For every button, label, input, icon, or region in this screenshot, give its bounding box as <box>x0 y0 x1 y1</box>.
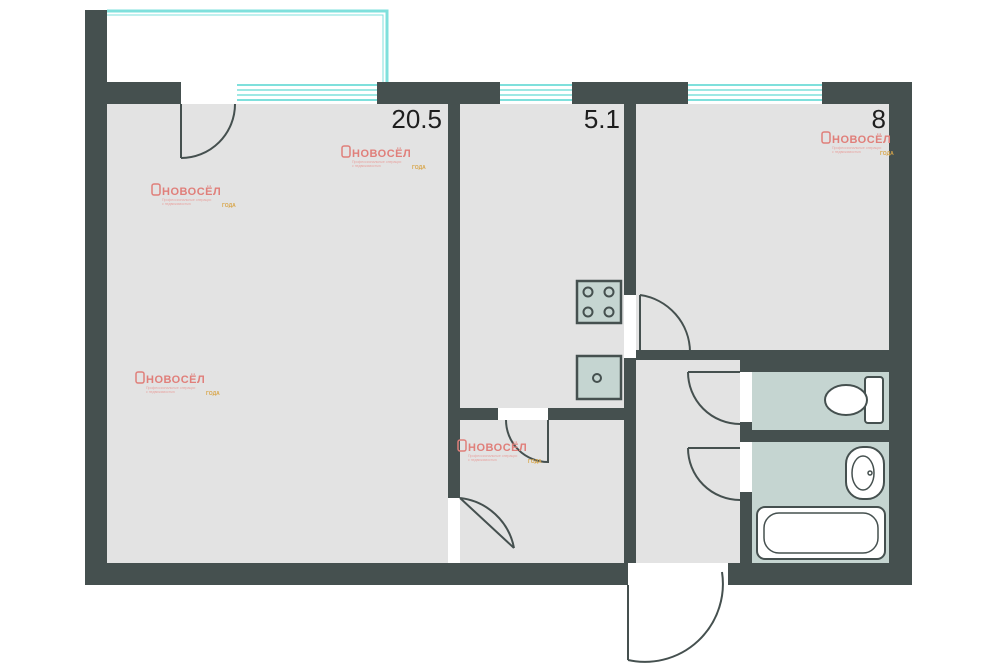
stove-icon <box>575 279 623 325</box>
watermark-logo-icon <box>151 183 161 196</box>
bath-block-side-wall-solid <box>740 360 752 372</box>
watermark: НОВОСЁЛ Профессиональные операции с недв… <box>151 183 236 209</box>
bedroom-door <box>624 294 691 358</box>
entrance-door <box>627 563 728 663</box>
living-room <box>107 104 448 563</box>
toilet-door-gap <box>740 372 752 422</box>
balcony-railing <box>107 9 389 82</box>
watermark: НОВОСЁЛ Профессиональные операции с недв… <box>341 145 426 171</box>
watermark-tagline-1: Профессиональные операции <box>352 160 401 164</box>
washbasin-icon <box>845 446 885 500</box>
window-living <box>237 82 377 104</box>
watermark-tagline-2: с недвижимостью <box>146 390 175 394</box>
watermark-logo-icon <box>821 131 831 144</box>
watermark-year: ГОДА <box>206 391 220 397</box>
watermark-logo-icon <box>457 439 467 452</box>
kitchen-area: 5.1 <box>584 104 620 134</box>
watermark-tagline-1: Профессиональные операции <box>146 386 195 390</box>
watermark-tagline-2: с недвижимостью <box>162 202 191 206</box>
bath-block-side-wall-low <box>740 492 752 563</box>
watermark-brand: НОВОСЁЛ <box>832 133 891 146</box>
living-room-door <box>448 497 515 563</box>
watermark-year: ГОДА <box>412 165 426 171</box>
watermark-tagline-2: с недвижимостью <box>468 458 497 462</box>
balcony-side-wall <box>85 10 107 90</box>
window-kitchen <box>500 82 572 104</box>
toilet-icon <box>824 376 884 424</box>
watermark-year: ГОДА <box>222 203 236 209</box>
bath-door-gap <box>740 442 752 492</box>
kitchen-sink-icon <box>575 354 623 401</box>
window-bedroom <box>688 82 822 104</box>
bath-divider-wall <box>740 430 912 442</box>
hallway-corridor <box>636 360 740 563</box>
watermark: НОВОСЁЛ Профессиональные операции с недв… <box>135 371 220 397</box>
watermark-tagline-1: Профессиональные операции <box>468 454 517 458</box>
watermark-tagline-2: с недвижимостью <box>352 164 381 168</box>
bedroom <box>636 104 889 350</box>
watermark-tagline-1: Профессиональные операции <box>832 146 881 150</box>
watermark-year: ГОДА <box>880 151 894 157</box>
balcony-opening <box>181 82 237 104</box>
watermark-logo-icon <box>341 145 351 158</box>
watermark-logo-icon <box>135 371 145 384</box>
watermark-tagline-1: Профессиональные операции <box>162 198 211 202</box>
toilet-right-wall <box>889 360 912 563</box>
kitchen-wall-right <box>548 408 636 420</box>
kitchen-door <box>498 408 549 464</box>
toilet-door <box>687 371 741 425</box>
balcony-railing-inner <box>107 14 384 82</box>
watermark-year: ГОДА <box>528 459 542 465</box>
bathroom-door <box>687 447 741 501</box>
watermark-brand: НОВОСЁЛ <box>146 373 205 386</box>
bathtub-icon <box>756 506 886 560</box>
bedroom-area: 8 <box>872 104 886 134</box>
watermark: НОВОСЁЛ Профессиональные операции с недв… <box>457 439 542 465</box>
watermark-brand: НОВОСЁЛ <box>352 147 411 160</box>
kitchen-hall-partition <box>624 408 636 453</box>
watermark-tagline-2: с недвижимостью <box>832 150 861 154</box>
bath-block-top-wall <box>690 350 912 360</box>
kitchen-wall-left <box>460 408 498 420</box>
living-room-area: 20.5 <box>391 104 442 134</box>
watermark-brand: НОВОСЁЛ <box>162 185 221 198</box>
balcony-door <box>180 103 236 159</box>
watermark-brand: НОВОСЁЛ <box>468 441 527 454</box>
hallway <box>460 420 624 563</box>
watermark: НОВОСЁЛ Профессиональные операции с недв… <box>821 131 894 157</box>
